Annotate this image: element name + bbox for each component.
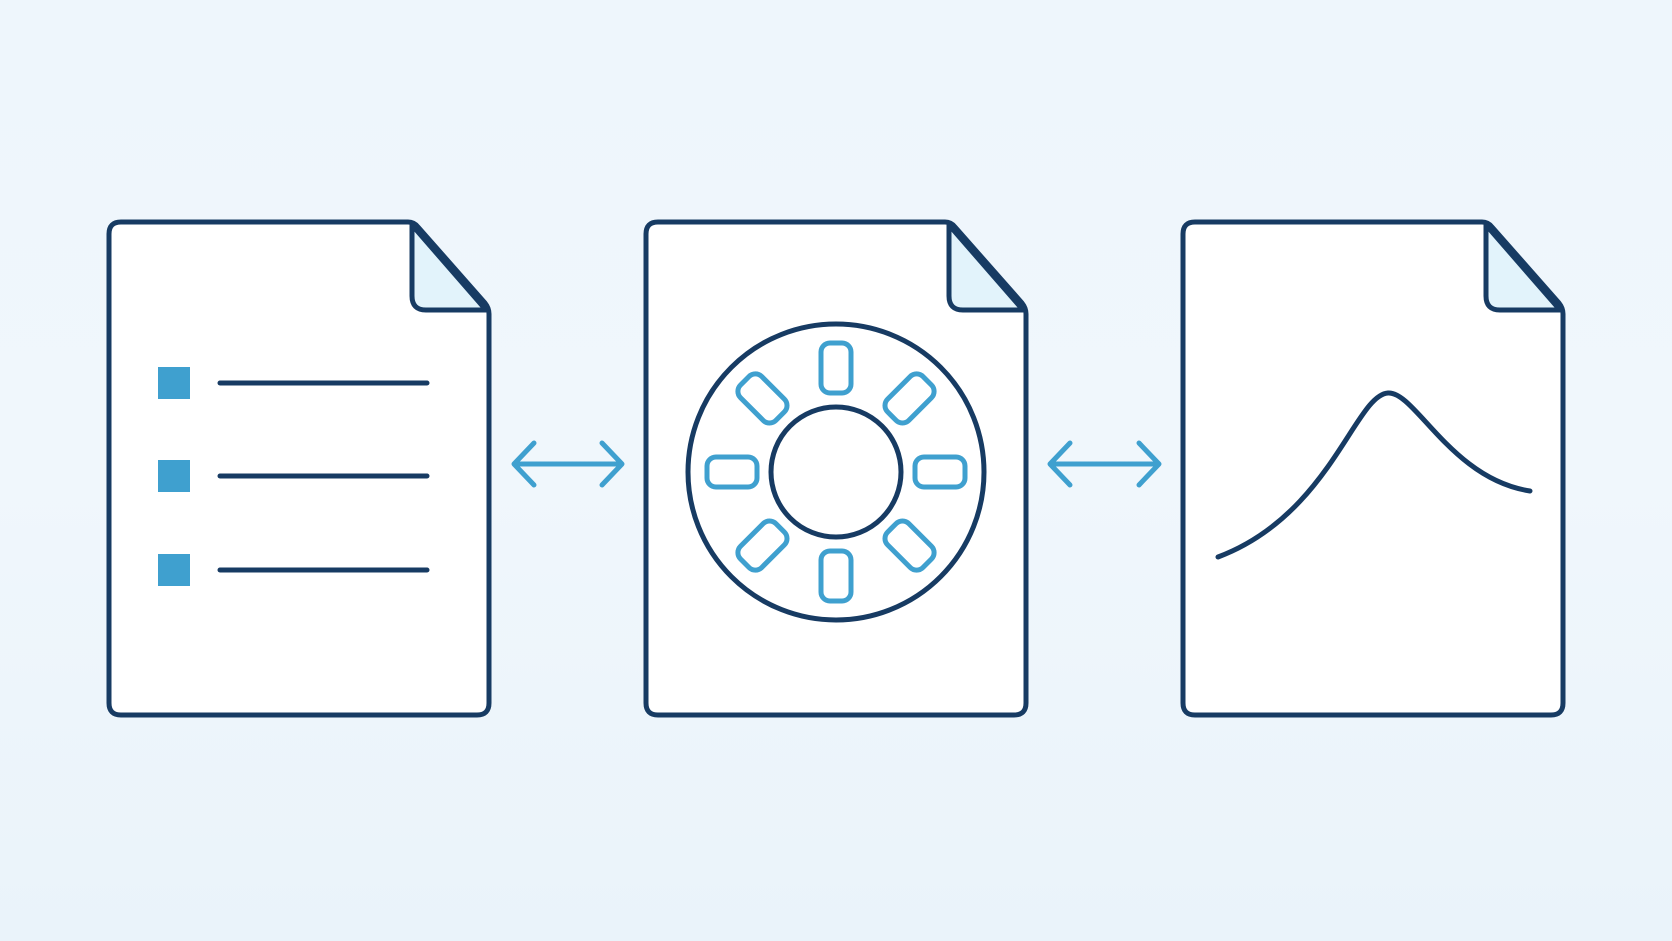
list-bullet <box>158 460 190 492</box>
list-document <box>106 219 492 718</box>
ring-segment <box>882 518 937 573</box>
list-document-page <box>106 219 492 718</box>
inner-ring <box>768 404 904 540</box>
bidirectional-arrow-icon <box>511 440 625 488</box>
list-bullet <box>158 554 190 586</box>
list-bullet <box>158 367 190 399</box>
gear-ring-icon <box>685 321 987 623</box>
ring-segment <box>818 548 854 604</box>
curve-document-fold-icon <box>1483 222 1563 313</box>
curve-document <box>1180 219 1566 718</box>
ring-segment <box>912 454 968 490</box>
bell-curve-icon <box>1215 390 1533 560</box>
ring-segment <box>882 371 937 426</box>
curve-document-page <box>1180 219 1566 718</box>
bidirectional-arrow-icon <box>1047 440 1162 488</box>
list-document-fold-icon <box>409 222 489 313</box>
ring-segment <box>704 454 760 490</box>
bulleted-list-icon <box>158 367 430 586</box>
wheel-document-fold-icon <box>946 222 1026 313</box>
ring-segment <box>735 518 790 573</box>
wheel-document <box>643 219 1029 718</box>
ring-segment <box>735 371 790 426</box>
ring-segment <box>818 340 854 396</box>
